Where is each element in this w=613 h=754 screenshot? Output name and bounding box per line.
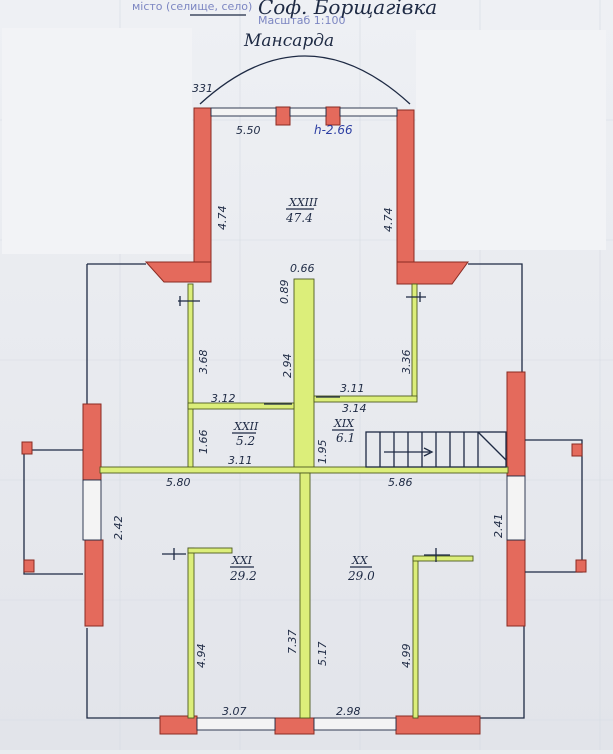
main-outline (86, 263, 525, 719)
bottom-wall (159, 715, 481, 735)
top-bay-arc (199, 55, 411, 105)
top-right-wall-dim: 4.74 (382, 208, 395, 233)
room-number: XXII (233, 420, 259, 433)
room-area: 29.0 (347, 569, 375, 583)
bottom-window-left-dim: 3.07 (222, 705, 247, 718)
room-xxiii: XXIII 47.4 (285, 196, 318, 225)
room-area: 47.4 (285, 211, 313, 225)
left-upper-dim: 3.68 (197, 350, 210, 375)
right-window-gap-dim: 2.41 (492, 514, 505, 539)
bottom-left-dim: 4.94 (195, 644, 208, 669)
right-wide-dim: 5.86 (388, 476, 413, 489)
room-number: XX (351, 554, 369, 567)
room-xx: XX 29.0 (347, 554, 375, 583)
printed-form-label: місто (селище, село) (132, 0, 252, 13)
village-name: Соф. Борщагівка (258, 0, 437, 19)
interior-partitions (99, 278, 509, 719)
floor-title: Мансарда (243, 31, 334, 51)
ceiling-height-note: h-2.66 (314, 123, 353, 137)
top-width-dim: 5.50 (236, 124, 261, 137)
left-corridor-width-dim: 3.12 (211, 392, 236, 405)
bottom-window-right-dim: 2.98 (336, 705, 361, 718)
top-left-wall-dim: 4.74 (216, 206, 229, 231)
door-marks (162, 292, 450, 562)
room-xxi: XXI 29.2 (229, 554, 257, 583)
right-balcony (506, 371, 587, 627)
center-small-dim: 1.95 (316, 440, 329, 465)
printed-scale-label: Масштаб 1:100 (258, 14, 345, 27)
bottom-right-dim: 4.99 (400, 644, 413, 669)
room-xxii: XXII 5.2 (232, 420, 259, 448)
center-lower-left-dim: 7.37 (286, 630, 299, 655)
left-small-dim: 1.66 (197, 430, 210, 455)
corner-mark: 331 (192, 82, 213, 95)
center-upper-dim: 2.94 (281, 354, 294, 379)
staircase (365, 431, 507, 468)
chimney-width-dim: 0.66 (290, 262, 315, 275)
mid-left-dim: 3.11 (228, 454, 253, 467)
room-area: 29.2 (229, 569, 257, 583)
left-wide-dim: 5.80 (166, 476, 191, 489)
right-upper-dim: 3.36 (400, 350, 413, 375)
redacted-area-left (2, 28, 192, 254)
redacted-area-right (416, 30, 606, 250)
room-area: 5.2 (236, 434, 255, 448)
chimney-depth-dim: 0.89 (278, 280, 291, 305)
room-number: XIX (333, 417, 355, 430)
center-lower-right-dim: 5.17 (316, 642, 329, 667)
top-wing-walls (144, 106, 469, 285)
room-number: XXIII (288, 196, 318, 209)
left-window-gap-dim: 2.42 (112, 516, 125, 541)
room-number: XXI (231, 554, 253, 567)
room-area: 6.1 (336, 431, 355, 445)
right-corridor-width-dim-b: 3.14 (342, 402, 367, 415)
room-xix: XIX 6.1 (332, 417, 355, 445)
left-balcony (21, 403, 104, 627)
right-corridor-width-dim-a: 3.11 (340, 382, 365, 395)
